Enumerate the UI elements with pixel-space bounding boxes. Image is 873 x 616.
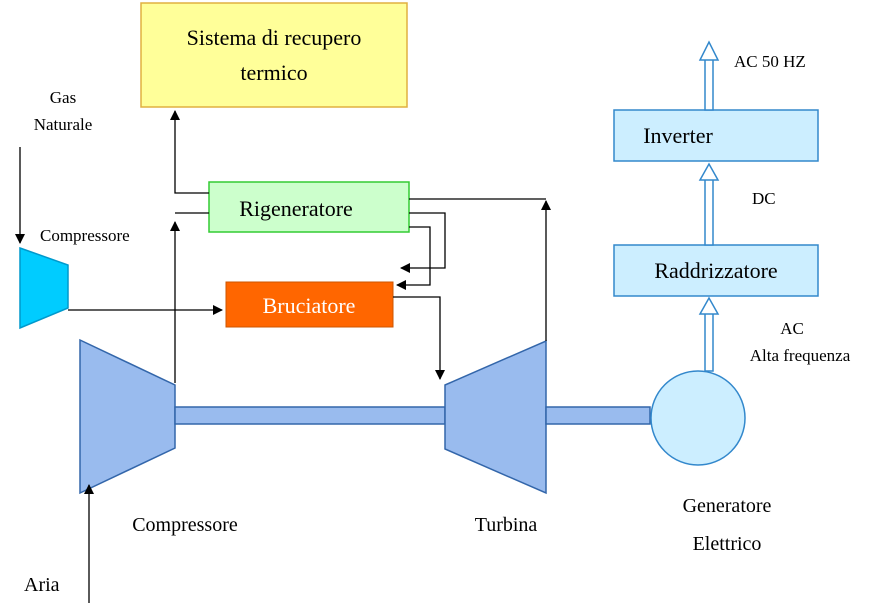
dc-label: DC — [752, 189, 776, 208]
rectifier-box — [613, 244, 819, 297]
arrow-inverter-output — [698, 40, 720, 111]
regenerator-box — [208, 181, 410, 233]
gas-compressor-shape — [19, 246, 69, 330]
generator-shape — [650, 370, 746, 466]
turbine-shape — [444, 339, 547, 495]
regenerator-to-recovery-line — [170, 110, 209, 194]
electrical-arrows — [698, 40, 720, 372]
recovery-system-label-line1: Sistema di recupero — [187, 25, 362, 50]
turbine-label: Turbina — [475, 514, 538, 536]
air-label: Aria — [24, 574, 60, 596]
compressor-label: Compressore — [132, 514, 238, 536]
gas-label-line1: Gas — [50, 88, 76, 107]
gas-compressor-label: Compressore — [40, 226, 130, 245]
burner-box — [225, 281, 394, 328]
burner-label: Bruciatore — [263, 293, 356, 318]
rectifier-block: Raddrizzatore — [613, 244, 819, 297]
arrow-generator-to-rectifier — [698, 296, 720, 372]
inverter-box — [613, 109, 819, 162]
generator-label-line1: Generatore — [683, 495, 772, 517]
regenerator-label: Rigeneratore — [239, 196, 353, 221]
gas-label-line2: Naturale — [34, 115, 93, 134]
compressor-shape — [79, 338, 176, 495]
ac-high-freq-label-line2: Alta frequenza — [750, 346, 851, 365]
inverter-label: Inverter — [643, 123, 713, 148]
rectifier-label: Raddrizzatore — [654, 258, 777, 283]
regenerator-block: Rigeneratore — [208, 181, 410, 233]
burner-block: Bruciatore — [225, 281, 394, 328]
ac-high-freq-label-line1: AC — [780, 319, 804, 338]
shaft-compressor-turbine — [174, 406, 446, 425]
flow-lines — [15, 110, 551, 603]
recovery-system-block: Sistema di recupero termico — [140, 2, 408, 108]
shaft-turbine-generator — [545, 406, 651, 425]
arrow-rectifier-to-inverter — [698, 162, 720, 246]
generator-label-line2: Elettrico — [693, 533, 762, 555]
recovery-system-label-line2: termico — [240, 60, 307, 85]
regenerator-to-burner-line-a — [400, 212, 446, 273]
recovery-system-box — [140, 2, 408, 108]
inverter-block: Inverter — [613, 109, 819, 162]
burner-to-turbine-line — [393, 296, 445, 380]
regenerator-to-burner-line-b — [396, 226, 431, 290]
ac-output-label: AC 50 HZ — [734, 52, 806, 71]
